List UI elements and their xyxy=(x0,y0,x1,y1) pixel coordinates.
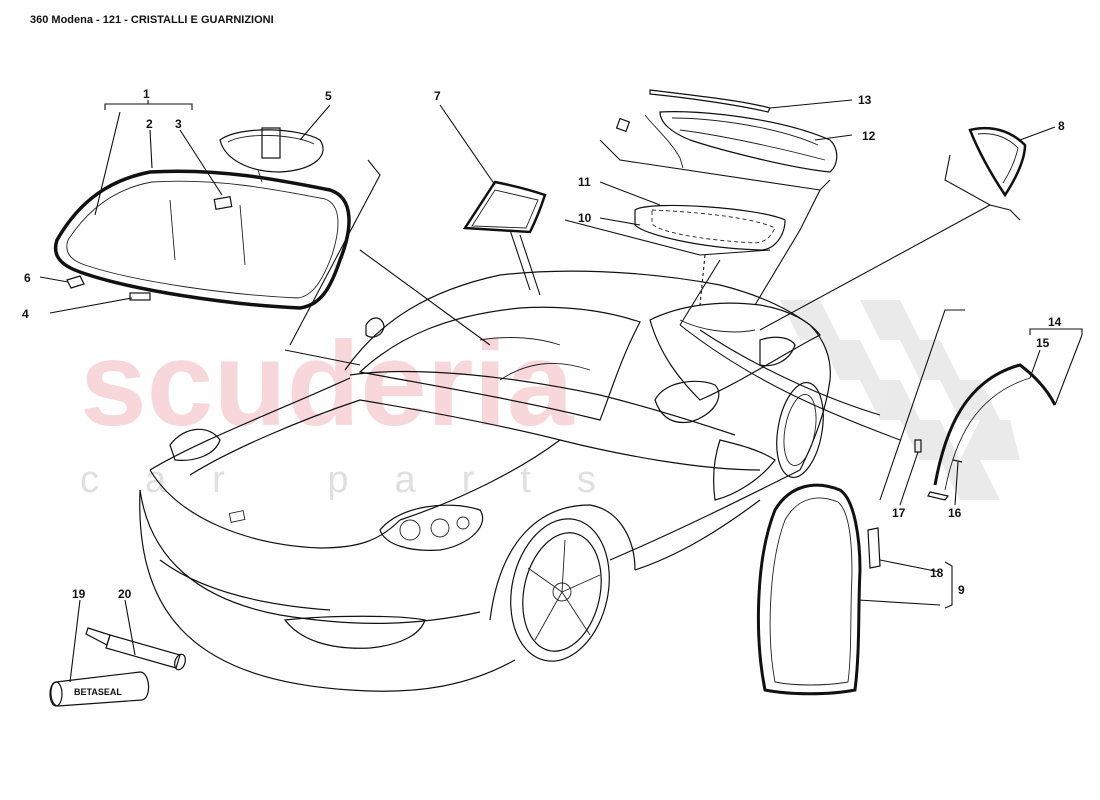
callout-1: 1 xyxy=(143,87,150,101)
watermark-tagline: car parts xyxy=(80,459,642,501)
windscreen-part xyxy=(53,169,351,310)
watermark: scuderia car parts xyxy=(80,300,1020,501)
callout-10: 10 xyxy=(578,211,592,225)
page-title: 360 Modena - 121 - CRISTALLI E GUARNIZIO… xyxy=(30,14,274,26)
door-trim-part xyxy=(914,363,1057,501)
windscreen-spacer xyxy=(66,275,85,289)
callout-2: 2 xyxy=(146,117,153,131)
watermark-brand: scuderia xyxy=(80,317,575,451)
callout-14: 14 xyxy=(1048,315,1062,329)
primer-tube xyxy=(85,627,186,671)
callout-6: 6 xyxy=(24,271,31,285)
product-label: BETASEAL xyxy=(74,687,122,697)
callout-17: 17 xyxy=(892,506,906,520)
quarter-glass-front xyxy=(462,180,547,234)
leader-lines xyxy=(39,99,1083,683)
callout-19: 19 xyxy=(72,587,86,601)
callout-8: 8 xyxy=(1058,119,1065,133)
rearview-mirror-part xyxy=(219,127,324,183)
quarter-glass-rear xyxy=(968,126,1027,198)
callout-15: 15 xyxy=(1036,336,1050,350)
car-body xyxy=(139,270,831,692)
callout-11: 11 xyxy=(578,175,591,189)
callout-13: 13 xyxy=(858,93,872,107)
callout-labels: 1 2 3 4 5 6 7 8 9 10 11 12 13 14 15 16 1… xyxy=(22,87,1065,601)
rain-sensor-pad xyxy=(213,195,233,211)
callout-4: 4 xyxy=(22,307,29,321)
callout-5: 5 xyxy=(325,89,332,103)
rear-screen-part xyxy=(615,89,838,173)
callout-16: 16 xyxy=(948,506,962,520)
callout-18: 18 xyxy=(930,566,944,580)
callout-9: 9 xyxy=(958,583,965,597)
callout-3: 3 xyxy=(175,117,182,131)
callout-20: 20 xyxy=(118,587,132,601)
betaseal-cartridge: BETASEAL xyxy=(49,671,150,707)
windscreen-clip xyxy=(129,292,151,301)
engine-cover-glass xyxy=(634,204,786,251)
callout-12: 12 xyxy=(862,129,876,143)
callout-7: 7 xyxy=(434,89,441,103)
door-seal-part xyxy=(756,483,881,696)
